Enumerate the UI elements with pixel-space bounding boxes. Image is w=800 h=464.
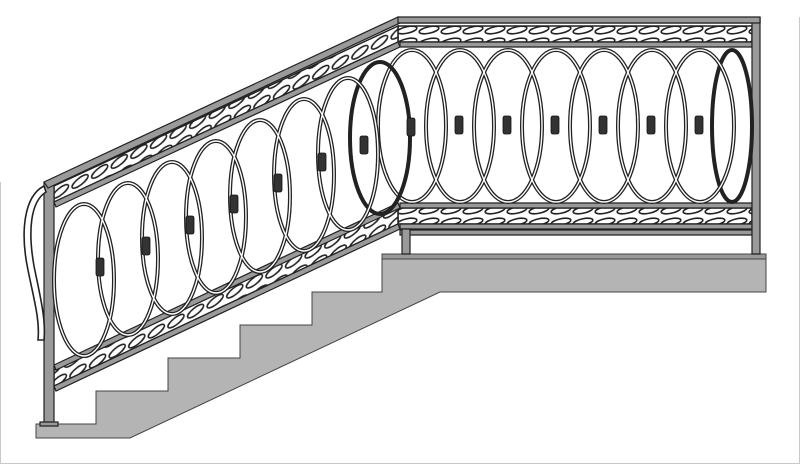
stair-steps (35, 258, 767, 439)
ring-highlight (229, 119, 291, 273)
rail-bar-diag-1 (53, 41, 401, 208)
collar (95, 257, 105, 277)
ring-highlight (185, 140, 247, 294)
collar (598, 115, 608, 135)
rail-bar-1 (399, 41, 753, 48)
ring (710, 48, 754, 204)
ring (348, 60, 412, 216)
handrail-horizontal-top (397, 16, 761, 24)
ring-highlight (521, 49, 591, 203)
ring-highlight (97, 182, 159, 336)
collar (317, 152, 327, 172)
mask-top (0, 0, 800, 182)
collar (141, 236, 151, 256)
rail-bar-diag-3 (53, 223, 401, 392)
ring-highlight (317, 77, 379, 231)
post-middle (401, 228, 411, 255)
collar (502, 115, 512, 135)
ring-highlight (665, 49, 735, 203)
collar (359, 135, 369, 155)
collar (273, 173, 283, 193)
ring-highlight (473, 49, 543, 203)
stair-landing-plate (381, 253, 767, 260)
ring-highlight (425, 49, 495, 203)
collar (185, 215, 195, 235)
ring-highlight (273, 98, 335, 252)
lower-rope-band-horizontal (397, 207, 753, 225)
collar (694, 115, 704, 135)
ring-highlight (617, 49, 687, 203)
ellipse-chain-horizontal-inner (377, 49, 735, 203)
post-left (43, 181, 55, 425)
ring-highlight (141, 161, 203, 315)
collar (550, 115, 560, 135)
collar (454, 115, 464, 135)
collar (406, 117, 416, 137)
ring-highlight (569, 49, 639, 203)
stair-base (35, 253, 767, 439)
collar (646, 115, 656, 135)
ring-collars (95, 115, 704, 277)
upper-rope-band-horizontal (397, 25, 753, 43)
rail-bar-3 (399, 223, 753, 230)
handrail-scroll (23, 184, 47, 341)
rail-bar-4 (399, 229, 753, 236)
collar (229, 194, 239, 214)
ring-highlight (53, 203, 115, 357)
post-foot-left (39, 421, 59, 427)
